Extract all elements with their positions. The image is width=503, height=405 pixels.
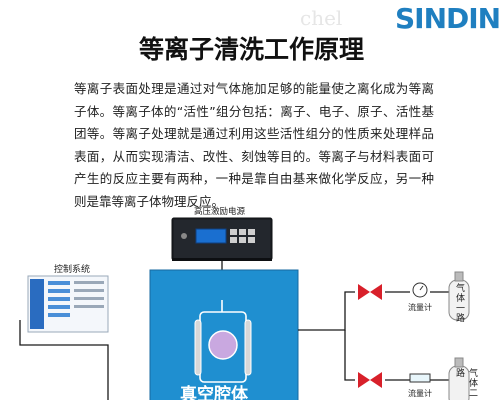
flowmeter-label-top: 流量计 xyxy=(408,303,432,312)
gas-cylinder-icon xyxy=(448,271,470,321)
brand-logo: SINDIN xyxy=(395,2,501,35)
power-supply-unit xyxy=(171,217,273,261)
gas-line-2-label: 气体二路 xyxy=(454,368,477,398)
plasma-glow xyxy=(208,330,238,360)
chamber-label: 真空腔体 xyxy=(180,385,248,405)
control-system-screen xyxy=(27,275,109,333)
valve-icon xyxy=(358,284,382,300)
control-system-label: 控制系统 xyxy=(54,265,91,275)
flowmeter-icon xyxy=(412,282,428,298)
flowmeter-icon xyxy=(409,373,431,383)
gas-line-1-label: 气体一路 xyxy=(454,283,464,323)
description-paragraph: 等离子表面处理是通过对气体施加足够的能量使之离化成为等离子体。等离子体的“活性”… xyxy=(74,81,434,209)
power-supply-label: 高压激励电源 xyxy=(194,207,246,217)
gas-cylinder-icon xyxy=(448,357,470,400)
flowmeter-label-bottom: 流量计 xyxy=(408,389,432,398)
watermark-text: chel xyxy=(300,6,343,30)
page-title: 等离子清洗工作原理 xyxy=(138,35,364,64)
valve-icon xyxy=(358,372,382,388)
